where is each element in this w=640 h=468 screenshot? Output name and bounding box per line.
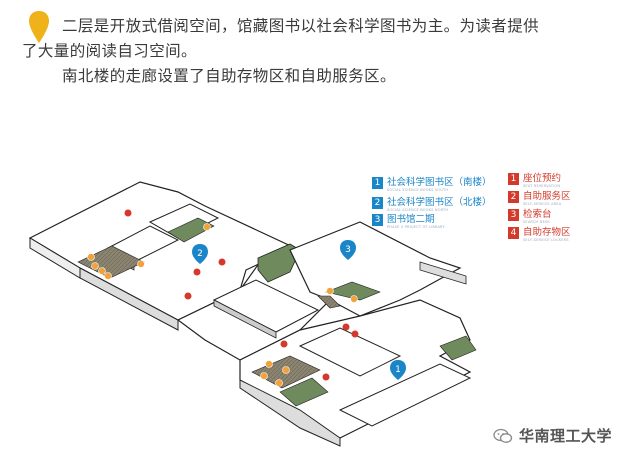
- intro-line-3: 南北楼的走廊设置了自助存物区和自助服务区。: [62, 67, 396, 85]
- legend-item-red-4: 4 自助存物区 SELF-SERVICE LOCKERS: [508, 227, 571, 243]
- intro-text: 二层是开放式借阅空间，馆藏图书以社会科学图书为主。为读者提供 了大量的阅读自习空…: [22, 14, 622, 89]
- watermark: 华南理工大学: [493, 425, 612, 446]
- intro-line-2: 了大量的阅读自习空间。: [22, 42, 197, 60]
- intro-line-1: 二层是开放式借阅空间，馆藏图书以社会科学图书为主。为读者提供: [62, 17, 540, 35]
- svg-text:1: 1: [395, 365, 401, 375]
- locker-markers: [87, 223, 358, 387]
- legend-item-blue-1: 1 社会科学图书区（南楼） SOCIAL SCIENCE BOOKS SOUTH: [372, 177, 492, 193]
- building-south: [239, 299, 477, 447]
- location-pin-icon: [29, 11, 49, 43]
- legend-item-blue-3: 3 图书馆二期 PHASE II PROJECT OF LIBRARY: [372, 214, 445, 230]
- map-pin-red-markers: [124, 209, 359, 381]
- map-pin-blue-1: 1: [390, 360, 406, 380]
- map-pin-blue-2: 2: [192, 244, 208, 264]
- map-pin-blue-3: 3: [340, 240, 356, 260]
- legend-item-red-2: 2 自助服务区 SELF-SERVICE AREA: [508, 191, 571, 207]
- legend-item-red-1: 1 座位预约 SEAT RESERVATION: [508, 173, 561, 189]
- svg-text:3: 3: [345, 245, 351, 255]
- building-west: [28, 181, 297, 331]
- legend-item-red-3: 3 检索台 SEARCH DESK: [508, 209, 552, 225]
- watermark-text: 华南理工大学: [519, 427, 613, 445]
- pin-label: 2: [197, 249, 203, 259]
- legend-item-blue-2: 2 社会科学图书区（北楼） SOCIAL SCIENCE BOOKS NORTH: [372, 197, 492, 213]
- wechat-icon: [493, 428, 513, 443]
